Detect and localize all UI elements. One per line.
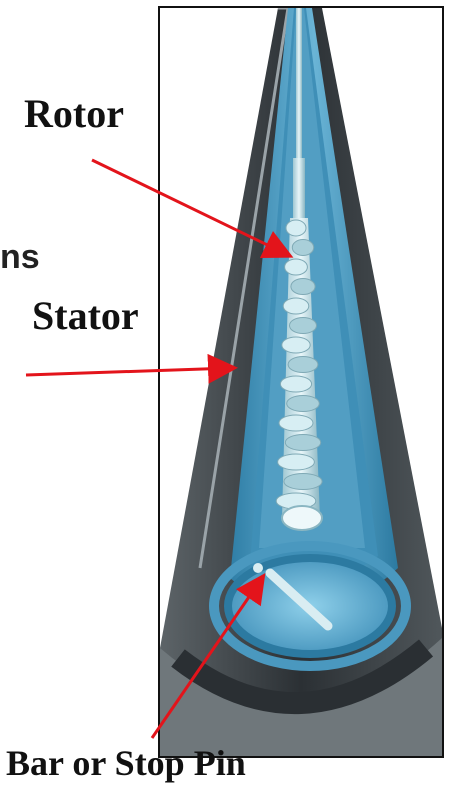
partial-text: ns bbox=[0, 238, 40, 277]
rotor-lobe bbox=[285, 435, 320, 451]
rotor-lobe bbox=[284, 474, 322, 490]
stator-label: Stator bbox=[32, 292, 139, 339]
rotor-lobe bbox=[292, 240, 313, 256]
rotor-lobe bbox=[288, 357, 318, 373]
rotor-lobe bbox=[287, 396, 320, 412]
rotor-lobe bbox=[278, 454, 315, 470]
rotor-lobe bbox=[283, 298, 309, 314]
rotor-lobe bbox=[290, 318, 317, 334]
rotor-label: Rotor bbox=[24, 90, 124, 137]
rotor-lobe bbox=[291, 279, 315, 295]
rotor-lobe bbox=[279, 415, 313, 431]
illustration-frame bbox=[158, 6, 444, 758]
pump-cutaway-illustration bbox=[160, 8, 442, 756]
rotor-lobe bbox=[282, 337, 310, 353]
rotor-lobe bbox=[285, 259, 308, 275]
rotor-lobe bbox=[280, 376, 311, 392]
rotor-lobe bbox=[286, 220, 306, 236]
stop-pin-label: Bar or Stop Pin bbox=[6, 742, 246, 784]
